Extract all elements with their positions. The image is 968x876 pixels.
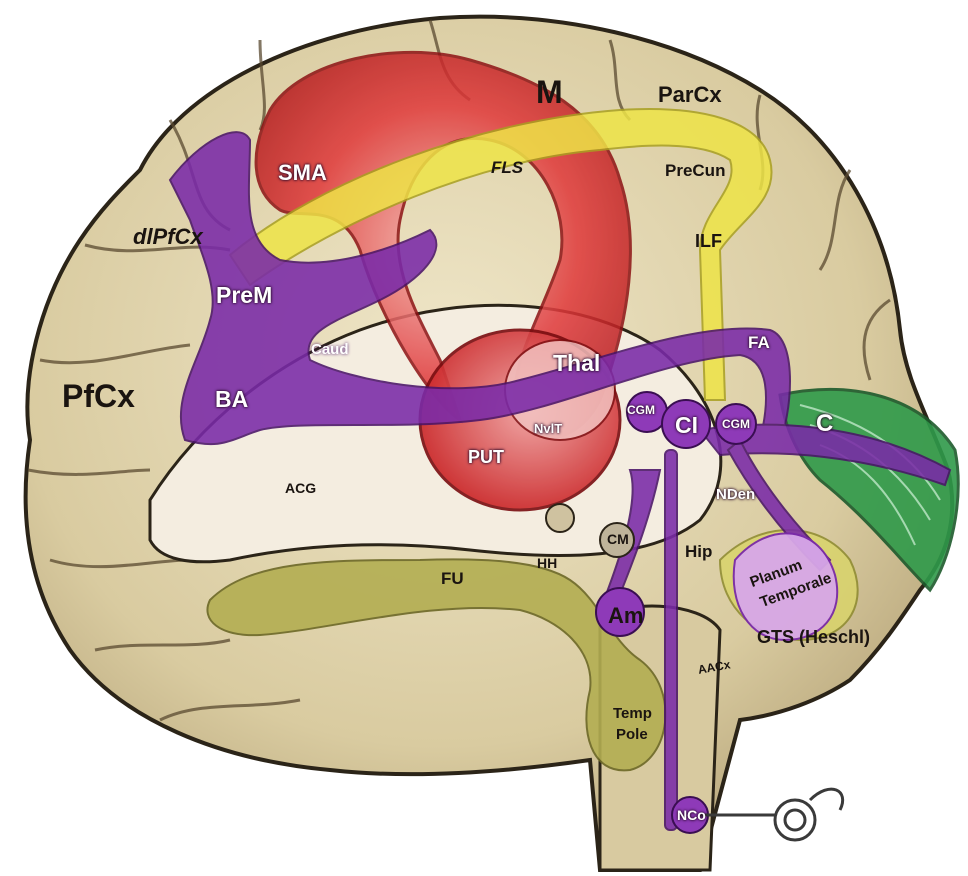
label-fa: FA [748,334,770,351]
label-nco: NCo [677,808,706,822]
label-gts: GTS (Heschl) [757,628,870,646]
label-precun: PreCun [665,162,725,179]
label-hip: Hip [685,543,712,560]
label-am: Am [608,605,643,627]
label-ilf: ILF [695,232,722,250]
label-ba: BA [215,388,248,411]
label-prem: PreM [216,284,272,307]
label-pole: Pole [616,727,648,742]
label-nvlt: NvlT [534,422,562,435]
label-hh: HH [537,556,557,570]
label-thal: Thal [553,352,600,375]
label-fls: FLS [491,159,523,176]
label-caud: Caud [311,342,349,357]
label-nden: NDen [716,487,755,502]
label-cgm-left: CGM [627,404,655,416]
label-dlpfcx: dlPfCx [133,226,203,248]
label-fu: FU [441,570,464,587]
label-cgm-right: CGM [722,418,750,430]
label-ci: CI [675,414,698,437]
label-put: PUT [468,448,504,466]
label-temp: Temp [613,706,652,721]
label-cm: CM [607,532,629,546]
label-c: C [816,412,833,436]
label-sma: SMA [278,162,327,184]
label-acg: ACG [285,481,316,495]
label-pfcx: PfCx [62,380,135,412]
label-parcx: ParCx [658,84,722,106]
label-m: M [536,76,563,108]
